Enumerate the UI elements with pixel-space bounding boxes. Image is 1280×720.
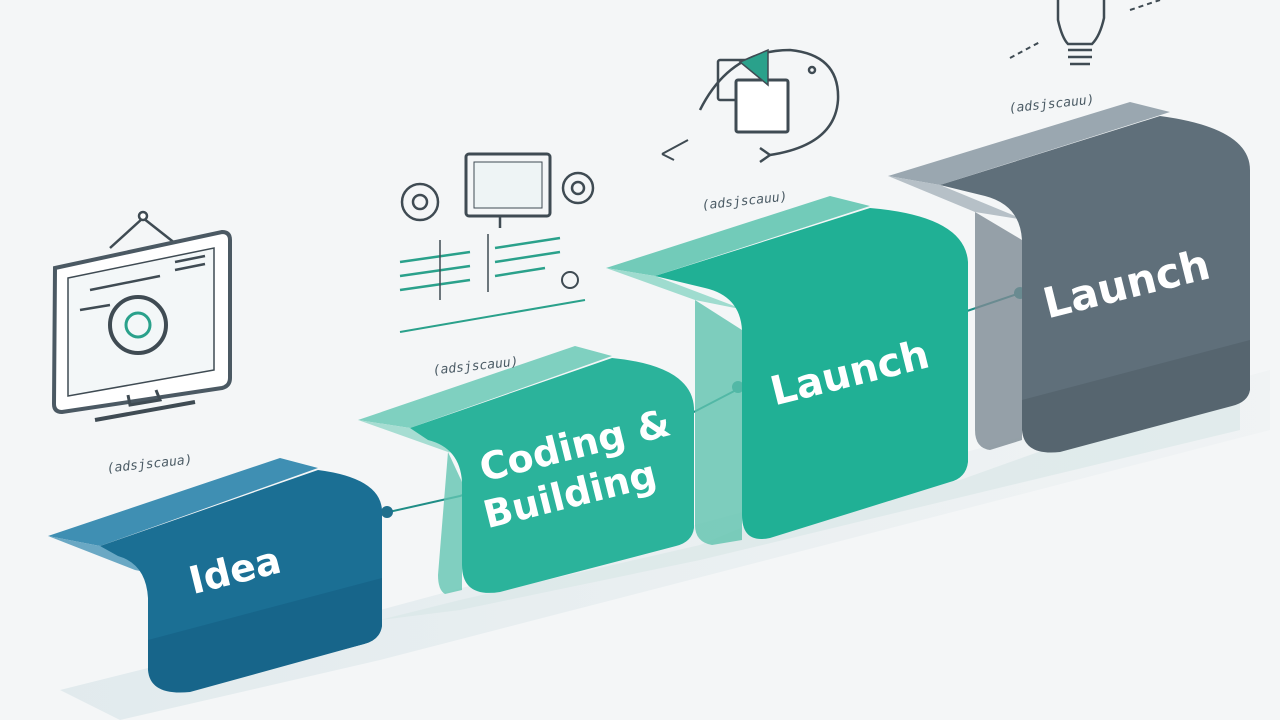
connector-dot — [381, 506, 393, 518]
lightbulb-icon — [1009, 0, 1161, 66]
block-top-face — [358, 346, 612, 428]
block-top-ledge — [888, 176, 1025, 220]
stage-block-launch: Launch — [606, 196, 968, 545]
block-top-ledge — [606, 268, 745, 310]
block-side-shadow — [975, 212, 1022, 450]
block-front-lower — [1022, 340, 1250, 453]
block-top-face — [888, 102, 1170, 185]
block-front-lower — [148, 578, 382, 693]
block-side-shadow — [695, 300, 742, 545]
block-top-face — [606, 196, 870, 276]
stage-block-idea: Idea — [48, 458, 382, 693]
block-front-face — [410, 358, 694, 593]
block-side-shadow — [438, 452, 462, 594]
block-top-face — [48, 458, 318, 546]
code-gears-icon — [399, 152, 595, 333]
stage-block-coding-building: Coding & Building — [358, 346, 694, 594]
stage-block-launch-final: Launch — [888, 102, 1250, 453]
block-front-face — [655, 208, 968, 540]
stage-caption: (adsjscaua) — [106, 453, 193, 477]
stage-caption: (adsjscauu) — [701, 190, 788, 214]
stage-caption: (adsjscauu) — [1008, 93, 1095, 117]
monitor-gear-icon — [51, 210, 232, 422]
cycle-screens-icon — [661, 48, 840, 164]
